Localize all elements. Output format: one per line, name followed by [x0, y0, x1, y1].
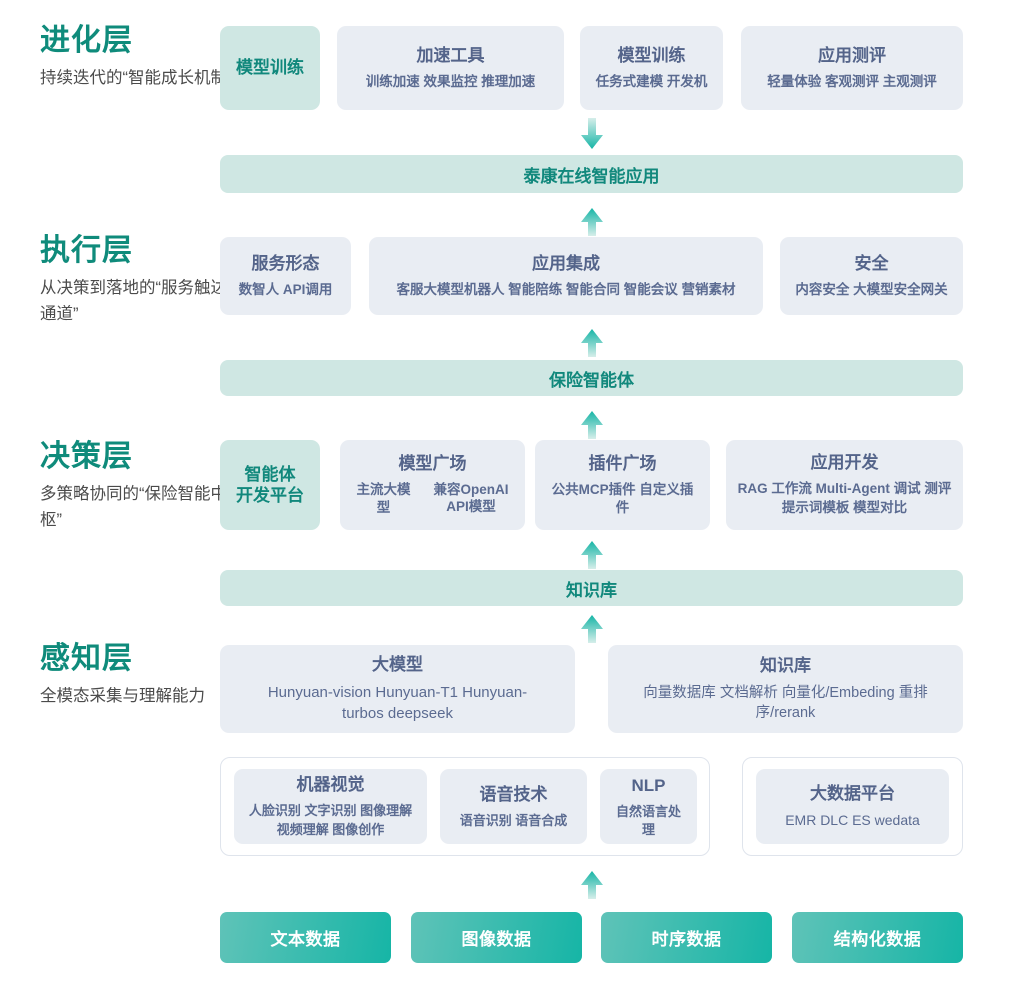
card-tech-machine-vision[interactable]: 机器视觉 人脸识别 文字识别 图像理解 视频理解 图像创作 — [234, 769, 427, 844]
card-title: 智能体 — [244, 464, 296, 484]
layer-title-execution: 执行层 — [40, 234, 133, 267]
card-execution-security[interactable]: 安全 内容安全 大模型安全网关 — [780, 237, 963, 315]
card-evolution-model-training-teal[interactable]: 模型训练 — [220, 26, 320, 110]
card-subtitle: Hunyuan-vision Hunyuan-T1 Hunyuan-turbos… — [267, 684, 528, 723]
card-subtitle: 主流大模型 — [356, 481, 411, 516]
card-evolution-model-training[interactable]: 模型训练 任务式建模 开发机 — [580, 26, 723, 110]
card-execution-service-form[interactable]: 服务形态 数智人 API调用 — [220, 237, 351, 315]
layer-label-decision: 决策层 多策略协同的“保险智能中枢” — [40, 440, 235, 533]
chip-label: 结构化数据 — [833, 930, 922, 949]
card-title: 安全 — [854, 253, 889, 273]
card-subtitle: 客服大模型机器人 智能陪练 智能合同 智能会议 营销素材 — [396, 282, 736, 298]
card-subtitle: 人脸识别 文字识别 图像理解 视频理解 图像创作 — [248, 803, 413, 837]
card-subtitle: 数智人 API调用 — [238, 282, 333, 298]
arrow-down-icon-evolution — [578, 118, 606, 152]
card-subtitle: 训练加速 效果监控 推理加速 — [365, 74, 536, 90]
arrow-up-icon-decision — [578, 408, 606, 442]
banner-knowledge-base[interactable]: 知识库 — [220, 570, 963, 606]
arrow-up-icon-execution — [578, 205, 606, 239]
card-tech-big-data-platform[interactable]: 大数据平台 EMR DLC ES wedata — [756, 769, 949, 844]
layer-title-decision: 决策层 — [40, 440, 133, 473]
banner-text: 知识库 — [566, 580, 617, 600]
card-subtitle: 内容安全 大模型安全网关 — [795, 282, 948, 298]
card-title: 模型训练 — [617, 45, 686, 65]
card-subtitle: 任务式建模 开发机 — [595, 74, 708, 90]
layer-desc-decision: 多策略协同的“保险智能中枢” — [40, 485, 227, 529]
layer-desc-perception: 全模态采集与理解能力 — [40, 687, 205, 705]
card-subtitle: 轻量体验 客观测评 主观测评 — [767, 74, 937, 90]
card-title: 语音技术 — [479, 784, 548, 804]
card-subtitle: 自然语言处理 — [615, 804, 681, 837]
chip-timeseries-data[interactable]: 时序数据 — [601, 912, 772, 963]
card-subtitle: 向量数据库 文档解析 向量化/Embeding 重排序/rerank — [643, 684, 928, 722]
card-subtitle: 语音识别 语音合成 — [459, 812, 568, 828]
card-title: 应用开发 — [810, 452, 879, 472]
card-decision-app-development[interactable]: 应用开发 RAG 工作流 Multi-Agent 调试 测评 提示词模板 模型对… — [726, 440, 963, 530]
card-title-second-line: 开发平台 — [236, 486, 304, 505]
layer-label-evolution: 进化层 持续迭代的“智能成长机制” — [40, 24, 235, 92]
chip-label: 文本数据 — [270, 930, 341, 949]
card-title: 应用测评 — [818, 45, 886, 65]
chip-structured-data[interactable]: 结构化数据 — [792, 912, 963, 963]
card-title: 大数据平台 — [810, 783, 895, 803]
banner-text: 保险智能体 — [549, 370, 634, 390]
card-title: 插件广场 — [588, 453, 657, 473]
card-perception-knowledge-base[interactable]: 知识库 向量数据库 文档解析 向量化/Embeding 重排序/rerank — [608, 645, 963, 733]
chip-label: 时序数据 — [651, 930, 722, 949]
layer-desc-evolution: 持续迭代的“智能成长机制” — [40, 69, 233, 87]
card-subtitle-group: 主流大模型 兼容OpenAI API模型 — [350, 481, 515, 517]
card-decision-agent-dev-platform[interactable]: 智能体 开发平台 — [220, 440, 320, 530]
card-subtitle: 公共MCP插件 自定义插件 — [551, 481, 694, 516]
arrow-up-icon-perception — [578, 612, 606, 646]
card-title: 加速工具 — [416, 45, 485, 65]
card-perception-large-model[interactable]: 大模型 Hunyuan-vision Hunyuan-T1 Hunyuan-tu… — [220, 645, 575, 733]
card-title: 服务形态 — [251, 253, 320, 273]
card-title: 应用集成 — [532, 253, 600, 273]
arrow-up-icon-data — [578, 868, 606, 902]
card-evolution-acceleration-tools[interactable]: 加速工具 训练加速 效果监控 推理加速 — [337, 26, 564, 110]
card-tech-speech[interactable]: 语音技术 语音识别 语音合成 — [440, 769, 587, 844]
chip-image-data[interactable]: 图像数据 — [411, 912, 582, 963]
card-subtitle-2: 兼容OpenAI API模型 — [433, 482, 509, 515]
card-subtitle: RAG 工作流 Multi-Agent 调试 测评 提示词模板 模型对比 — [737, 481, 952, 516]
banner-taikang-online-app[interactable]: 泰康在线智能应用 — [220, 155, 963, 193]
card-title: NLP — [631, 775, 666, 795]
card-title: 知识库 — [760, 655, 811, 675]
chip-text-data[interactable]: 文本数据 — [220, 912, 391, 963]
arrow-up-icon-agent — [578, 326, 606, 360]
card-tech-nlp[interactable]: NLP 自然语言处理 — [600, 769, 697, 844]
layer-title-perception: 感知层 — [40, 642, 133, 675]
card-execution-app-integration[interactable]: 应用集成 客服大模型机器人 智能陪练 智能合同 智能会议 营销素材 — [369, 237, 763, 315]
card-evolution-app-evaluation[interactable]: 应用测评 轻量体验 客观测评 主观测评 — [741, 26, 963, 110]
arrow-up-icon-knowledge — [578, 538, 606, 572]
card-title: 模型训练 — [236, 58, 304, 78]
layer-label-perception: 感知层 全模态采集与理解能力 — [40, 642, 235, 710]
card-decision-plugin-plaza[interactable]: 插件广场 公共MCP插件 自定义插件 — [535, 440, 710, 530]
card-decision-model-plaza[interactable]: 模型广场 主流大模型 兼容OpenAI API模型 — [340, 440, 525, 530]
card-title: 模型广场 — [398, 453, 467, 473]
banner-text: 泰康在线智能应用 — [523, 166, 660, 186]
card-title: 大模型 — [372, 654, 423, 674]
layer-desc-execution: 从决策到落地的“服务触达通道” — [40, 279, 227, 323]
layer-title-evolution: 进化层 — [40, 24, 133, 57]
layer-label-execution: 执行层 从决策到落地的“服务触达通道” — [40, 234, 235, 327]
card-title: 机器视觉 — [296, 775, 365, 795]
chip-label: 图像数据 — [461, 930, 532, 949]
banner-insurance-agent[interactable]: 保险智能体 — [220, 360, 963, 396]
card-subtitle: EMR DLC ES wedata — [785, 812, 920, 829]
